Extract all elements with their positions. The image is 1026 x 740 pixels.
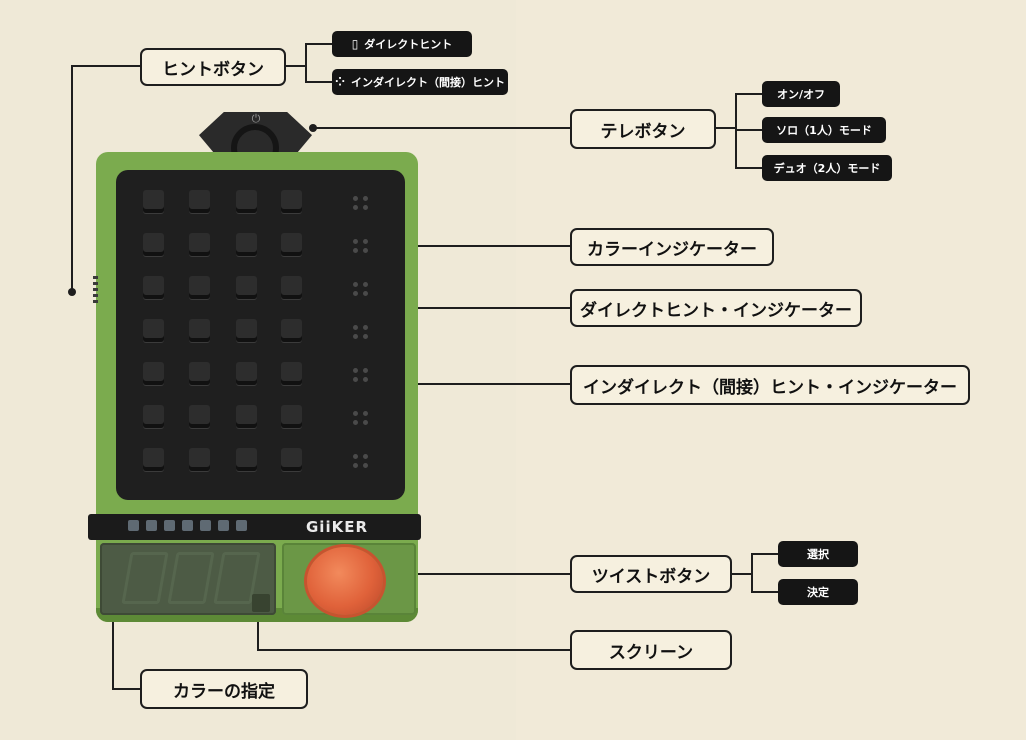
direct-hint-indicator-label: ダイレクトヒント・インジケーター (570, 289, 862, 327)
color-key[interactable] (281, 190, 302, 213)
color-key[interactable] (143, 405, 164, 428)
color-key[interactable] (143, 233, 164, 256)
color-key[interactable] (189, 233, 210, 256)
color-key[interactable] (236, 276, 257, 299)
dots-icon: ⁘ (334, 75, 346, 89)
side-grip (93, 276, 98, 304)
color-key[interactable] (189, 276, 210, 299)
twist-button[interactable] (307, 547, 383, 615)
color-key[interactable] (236, 405, 257, 428)
direct-hint-chip-label: ダイレクトヒント (364, 38, 453, 51)
decide-chip: 決定 (778, 579, 858, 605)
color-led (182, 520, 193, 531)
tele-button[interactable] (199, 112, 312, 154)
color-led (200, 520, 211, 531)
twist-button-label: ツイストボタン (570, 555, 732, 593)
color-indicator-label: カラーインジケーター (570, 228, 774, 266)
color-key[interactable] (189, 319, 210, 342)
color-key[interactable] (189, 362, 210, 385)
color-key[interactable] (189, 405, 210, 428)
indirect-hint-indicator-label: インダイレクト（間接）ヒント・インジケーター (570, 365, 970, 405)
color-key[interactable] (236, 448, 257, 471)
color-key[interactable] (281, 405, 302, 428)
indirect-hint-dots (353, 325, 373, 339)
color-key[interactable] (281, 319, 302, 342)
color-key[interactable] (281, 362, 302, 385)
color-key[interactable] (236, 362, 257, 385)
tele-button-label: テレボタン (570, 109, 716, 149)
indirect-hint-dots (353, 196, 373, 210)
color-key[interactable] (143, 319, 164, 342)
color-key[interactable] (143, 448, 164, 471)
hint-button-label: ヒントボタン (140, 48, 286, 86)
duo-mode-chip: デュオ（2人）モード (762, 155, 892, 181)
indirect-hint-dots (353, 411, 373, 425)
indirect-hint-dots (353, 454, 373, 468)
indirect-hint-dots (353, 368, 373, 382)
color-key[interactable] (236, 233, 257, 256)
indirect-hint-dots (353, 282, 373, 296)
color-led (146, 520, 157, 531)
color-key[interactable] (189, 190, 210, 213)
color-key[interactable] (143, 362, 164, 385)
indirect-hint-dots (353, 239, 373, 253)
brand-bar (88, 514, 421, 540)
power-icon: ⏻ (251, 112, 261, 125)
color-led (218, 520, 229, 531)
color-key[interactable] (143, 190, 164, 213)
color-led (164, 520, 175, 531)
phone-icon: ▯ (351, 37, 359, 51)
color-key[interactable] (281, 276, 302, 299)
solo-mode-chip: ソロ（1人）モード (762, 117, 886, 143)
color-led (236, 520, 247, 531)
color-designation-label: カラーの指定 (140, 669, 308, 709)
select-chip: 選択 (778, 541, 858, 567)
screen-label: スクリーン (570, 630, 732, 670)
indirect-hint-chip-label: インダイレクト（間接）ヒント (351, 76, 506, 89)
color-key[interactable] (281, 233, 302, 256)
indirect-hint-chip: ⁘ インダイレクト（間接）ヒント (332, 69, 508, 95)
on-off-chip: オン/オフ (762, 81, 840, 107)
direct-hint-chip: ▯ ダイレクトヒント (332, 31, 472, 57)
brand-logo: GiiKER (306, 518, 369, 536)
color-key[interactable] (236, 190, 257, 213)
color-key[interactable] (143, 276, 164, 299)
color-led (128, 520, 139, 531)
color-key[interactable] (236, 319, 257, 342)
color-key[interactable] (189, 448, 210, 471)
screen (100, 543, 276, 615)
screen-corner-mark (252, 594, 270, 612)
color-key[interactable] (281, 448, 302, 471)
